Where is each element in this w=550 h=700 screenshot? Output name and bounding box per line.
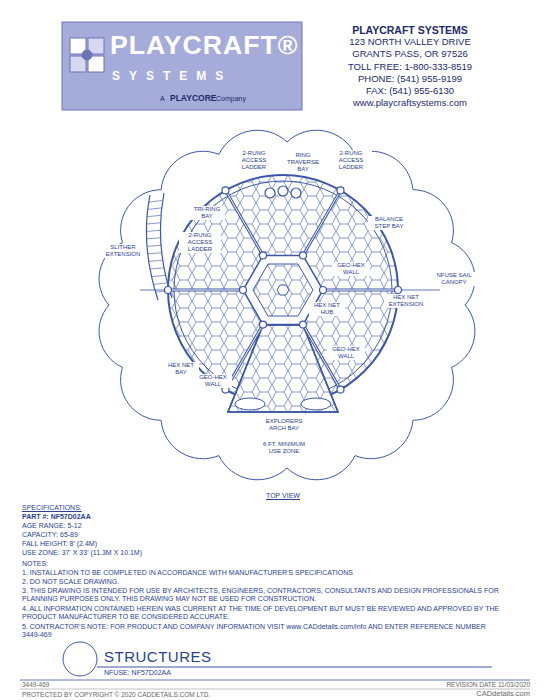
part-label: BALANCE STEP BAY [368,216,410,230]
spec-line: USE ZONE: 37' X 33' (11.3M X 10.1M) [22,549,142,557]
notes-heading: NOTES: [22,560,48,568]
company-info: 123 NORTH VALLEY DRIVE [349,37,470,48]
company-info: PHONE: (541) 955-9199 [358,74,462,85]
company-info: GRANTS PASS, OR 97526 [352,49,467,60]
logo-mark [70,38,104,72]
logo-panel [62,22,302,110]
logo-text: PLAYCORE [170,94,216,104]
logo-text: PLAYCRAFT® [110,30,298,61]
company-info: www.playcraftsystems.com [353,98,467,109]
logo-text: Company [216,95,246,103]
part-label: RING TRAVERSE BAY [280,152,326,173]
company-info: TOLL FREE: 1-800-333-8519 [348,62,472,73]
part-label: 2-RUNG ACCESS LADDER [179,232,221,253]
part-label: GEO-HEX WALL [194,374,232,388]
dimension-label: 6 FT. MINIMUM USE ZONE [258,441,310,455]
part-label: 2-RUNG ACCESS LADDER [330,150,372,171]
part-label: SLITHER EXTENSION [100,244,146,258]
note: 5. CONTRACTOR'S NOTE: FOR PRODUCT AND CO… [22,623,502,639]
spec-line: AGE RANGE: 5-12 [22,522,82,530]
view-title: TOP VIEW [266,492,300,500]
spec-heading: SPECIFICATIONS: [22,504,82,512]
company-info: FAX: (541) 955-6130 [366,86,454,97]
note: 4. ALL INFORMATION CONTAINED HEREIN WAS … [22,605,502,621]
note: 3. THIS DRAWING IS INTENDED FOR USE BY A… [22,587,502,603]
use-zone-outline [99,130,475,480]
part-label: EXPLORERS ARCH BAY [258,418,310,432]
logo-text: SYSTEMS [112,70,232,84]
logo-text: A [160,95,165,103]
spec-line: CAPACITY: 65-89 [22,531,78,539]
note: 2. DO NOT SCALE DRAWING. [22,578,502,586]
part-label: 2-RUNG ACCESS LADDER [233,150,275,171]
part-label: HEX NET HUB [309,302,345,316]
part-label: GEO-HEX WALL [332,262,370,276]
sheet-title: STRUCTURES [104,648,212,665]
spec-line: PART #: NF57D02AA [22,513,91,521]
website: CADdetails.com [476,690,530,699]
part-label: TRI-RING BAY [189,206,225,220]
part-label: GEO-HEX WALL [327,346,365,360]
part-label: HEX NET EXTENSION [384,294,428,308]
company-info: PLAYCRAFT SYSTEMS [352,24,468,36]
play-structure [140,175,440,412]
revision-date: REVISION DATE 11/03/2020 [446,681,530,688]
part-number: NFUSE: NF57D02AA [104,669,171,677]
part-label: NFUSE SAIL CANOPY [432,272,476,286]
spec-line: FALL HEIGHT: 8' (2.4M) [22,540,97,548]
note: 1. INSTALLATION TO BE COMPLETED IN ACCOR… [22,569,502,577]
copyright: PROTECTED BY COPYRIGHT © 2020 CADDETAILS… [22,691,210,698]
title-block [20,642,530,689]
reference-number: 3449-469 [22,681,49,688]
